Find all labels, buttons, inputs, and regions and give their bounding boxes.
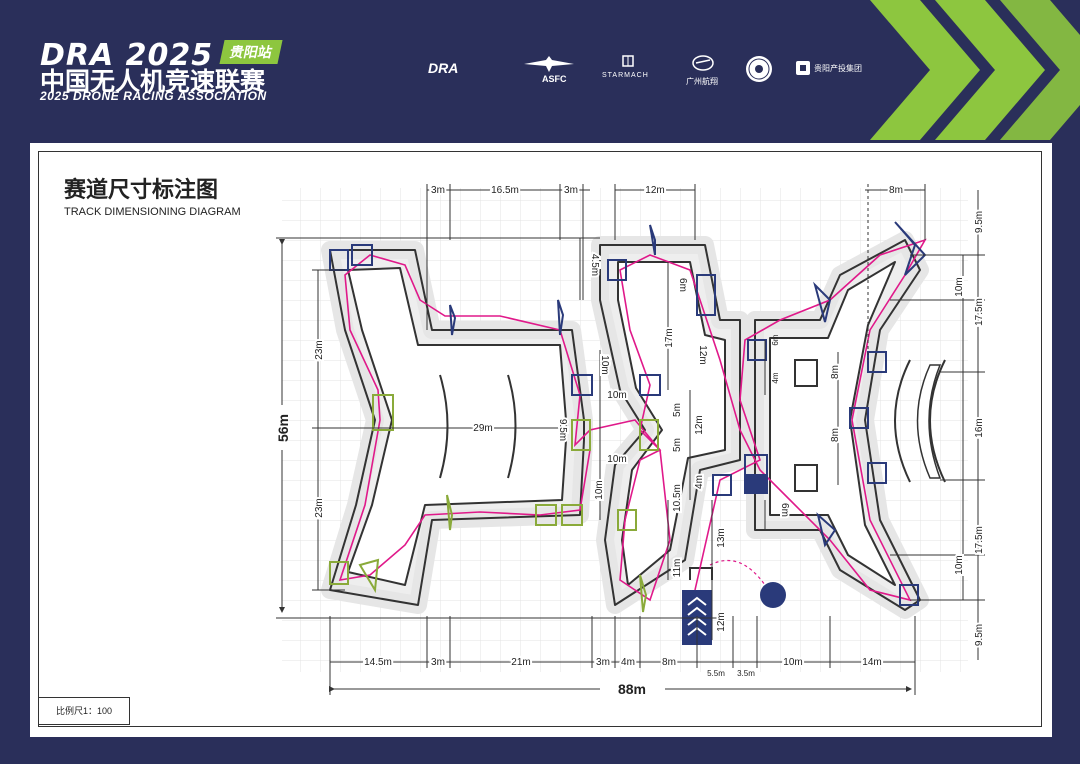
flight-path [338,238,927,602]
guiyang-group-icon [796,61,810,75]
dim-bottom-1: 3m [431,657,445,668]
dim-left-mid-5: 10m [594,480,605,499]
dim-center-span: 29m [473,423,492,434]
dim-right-4: 9.5m [974,624,985,646]
panel-border [38,151,1042,727]
brand-title: DRA 2025 [40,38,214,73]
dim-center-v-10: 12m [716,612,727,631]
dim-total-height: 56m [275,414,291,442]
dim-top-4: 8m [889,185,903,196]
dim-right-1: 17.5m [974,298,985,326]
page-subtitle: TRACK DIMENSIONING DIAGRAM [64,206,241,218]
dim-right-inner-1: 10m [954,555,965,574]
asfc-logo: ASFC [542,74,567,84]
brand-cn: 中国无人机竞速联赛 [40,67,266,96]
dim-center-v-5: 12m [694,415,705,434]
dim-bottom-small-0: 5.5m [707,669,725,678]
dim-left-mid-3: 9.5m [557,419,568,441]
dim-total-width: 88m [618,681,646,697]
dim-bottom-4: 4m [621,657,635,668]
dim-center-v-2: 12m [697,345,708,364]
dim-left-inner-0: 23m [314,340,325,359]
dim-bottom-6: 10m [783,657,802,668]
dim-right-2: 16m [974,418,985,437]
gate-blue-filled [746,474,766,492]
dim-bottom-5: 8m [662,657,676,668]
dim-right-mid-3: 8m [830,428,841,442]
dim-center-v-1: 17m [664,328,675,347]
wings-icon [524,56,574,72]
dim-center-v-4: 5m [672,438,683,452]
chevron-decoration-icon [870,0,1080,140]
dim-bottom-3: 3m [596,657,610,668]
brand-en: 2025 DRONE RACING ASSOCIATION [40,89,267,103]
dim-right-mid-0: 6m [771,334,780,345]
dim-left-mid-2: 10m [607,390,626,401]
dim-top-3: 12m [645,185,664,196]
dimension-lines [276,184,985,695]
dim-left-mid-0: 4.5m [589,254,600,276]
dim-right-mid-4: 6m [779,503,790,517]
dim-right-3: 17.5m [974,526,985,554]
dim-left-inner-1: 23m [314,498,325,517]
dim-left-mid-1: 10m [599,355,610,374]
starmach-logo: STARMACH [602,72,649,79]
dim-center-v-3: 5m [672,403,683,417]
dim-bottom-small-1: 3.5m [737,669,755,678]
dim-center-v-9: 13m [716,528,727,547]
dim-right-inner-0: 10m [954,277,965,296]
page-title: 赛道尺寸标注图 [64,178,219,203]
guiyang-group-logo: 贵阳产投集团 [814,64,862,73]
guangzhou-logo: 广州航翔 [686,77,718,86]
seal-logo-icon [746,56,772,82]
dim-bottom-2: 21m [511,657,530,668]
dimension-labels: 3m 16.5m 3m 12m 8m 14.5m 3m 21m 3m 4m 8m… [275,183,987,697]
scale-label: 比例尺1：100 [38,697,130,725]
gates-green [329,394,659,613]
dim-bottom-0: 14.5m [364,657,392,668]
dim-right-0: 9.5m [974,211,985,233]
dim-center-v-0: 6m [677,278,688,292]
dim-right-mid-1: 4m [771,372,780,383]
dim-center-v-7: 10.5m [672,484,683,512]
dra-logo: DRA [428,60,459,76]
gates-blue [329,221,927,606]
dim-right-mid-2: 8m [830,365,841,379]
dim-center-v-6: 4m [694,475,705,489]
dim-bottom-7: 14m [862,657,881,668]
starmach-icon [622,55,634,67]
dim-left-mid-4: 10m [607,454,626,465]
dim-top-0: 3m [431,185,445,196]
guangzhou-icon [692,55,714,71]
header: DRA 2025 贵阳站 中国无人机竞速联赛 2025 DRONE RACING… [0,0,1080,140]
dim-top-2: 3m [564,185,578,196]
dra-start-icon [760,582,786,608]
dim-top-1: 16.5m [491,185,519,196]
dim-center-v-8: 11m [672,559,683,578]
